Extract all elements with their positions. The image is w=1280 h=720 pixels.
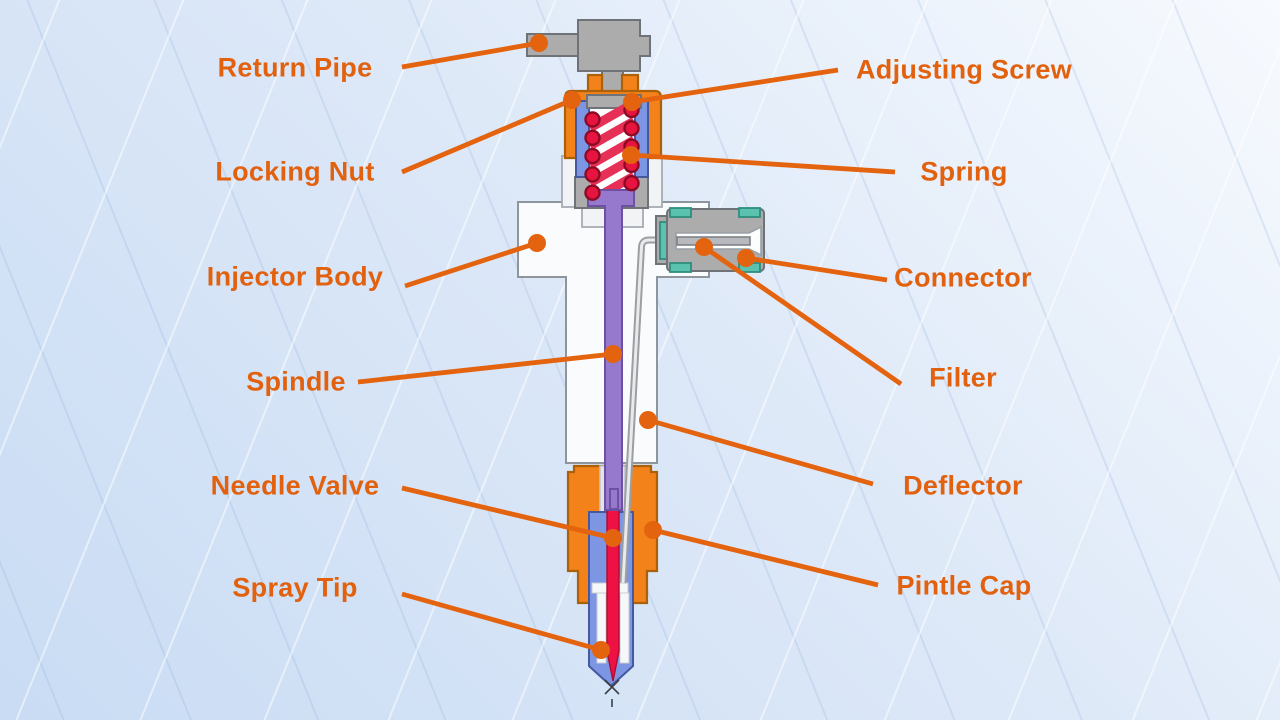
connector-pad	[669, 262, 692, 273]
fuel-channel-right	[619, 592, 630, 664]
leader-dot-pintle-cap	[644, 521, 662, 539]
fuel-passage	[619, 236, 659, 584]
spring-coil	[623, 120, 640, 137]
leader-line-filter	[702, 245, 903, 386]
spring-coil	[584, 129, 601, 147]
leader-dot-spray-tip	[592, 641, 610, 659]
locking-nut-tab-right	[620, 73, 640, 94]
return-pipe-body	[577, 19, 651, 72]
filter	[676, 236, 751, 246]
label-locking-nut: Locking Nut	[215, 156, 375, 187]
label-return-pipe: Return Pipe	[217, 52, 373, 83]
label-injector-body: Injector Body	[206, 261, 384, 292]
leader-dot-adjusting-screw	[623, 93, 641, 111]
label-spray-tip: Spray Tip	[232, 572, 358, 603]
leader-line-connector	[745, 255, 888, 283]
leader-line-pintle-cap	[652, 527, 879, 588]
leader-line-spindle	[357, 351, 614, 385]
label-needle-valve: Needle Valve	[210, 470, 380, 501]
label-deflector: Deflector	[903, 470, 1023, 501]
leader-dot-injector-body	[528, 234, 546, 252]
label-filter: Filter	[929, 362, 997, 393]
needle-pin	[609, 488, 619, 510]
locking-nut-tab-left	[586, 73, 604, 94]
connector-pad	[669, 207, 692, 218]
leader-dot-deflector	[639, 411, 657, 429]
leader-dot-spindle	[604, 345, 622, 363]
spring-coil	[584, 184, 601, 201]
leader-dot-needle-valve	[604, 529, 622, 547]
connector-pad	[738, 207, 761, 218]
spring-coil	[623, 174, 640, 192]
spray-pattern	[604, 679, 620, 707]
leader-dot-connector	[737, 249, 755, 267]
leader-line-spray-tip	[401, 591, 602, 653]
leader-dot-spring	[622, 146, 640, 164]
leader-line-locking-nut	[401, 97, 573, 175]
leader-dot-locking-nut	[563, 91, 581, 109]
leader-line-needle-valve	[401, 485, 614, 541]
label-pintle-cap: Pintle Cap	[896, 570, 1032, 601]
label-spring: Spring	[920, 156, 1008, 187]
label-connector: Connector	[894, 262, 1032, 293]
leader-line-return-pipe	[401, 40, 540, 70]
leader-line-spring	[630, 152, 896, 175]
spring-coil	[584, 166, 601, 183]
label-adjusting-screw: Adjusting Screw	[855, 54, 1073, 85]
leader-dot-filter	[695, 238, 713, 256]
spring-coil	[584, 147, 601, 165]
spring-coil	[584, 111, 601, 128]
fuel-channel-left	[596, 592, 607, 664]
leader-dot-return-pipe	[530, 34, 548, 52]
label-spindle: Spindle	[246, 366, 346, 397]
leader-line-injector-body	[404, 240, 538, 289]
leader-line-adjusting-screw	[631, 67, 839, 105]
leader-lines	[357, 34, 903, 659]
leader-line-deflector	[647, 417, 874, 487]
fuel-passage-core	[621, 238, 659, 584]
spray-line	[604, 679, 620, 695]
